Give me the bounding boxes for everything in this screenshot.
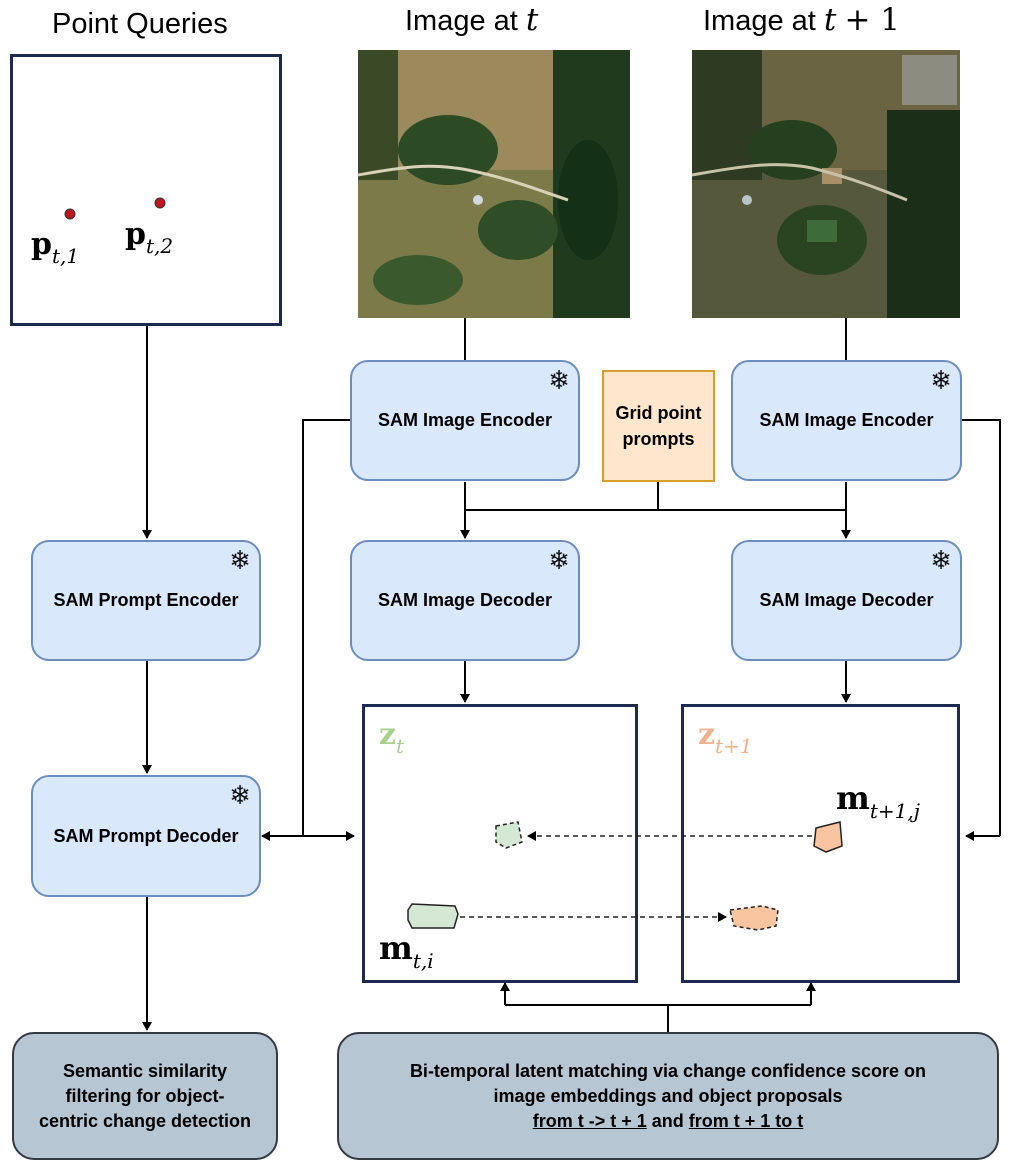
snowflake-icon: ❄ <box>229 546 251 576</box>
snowflake-icon: ❄ <box>930 366 952 396</box>
latent-zt-sub: t <box>396 734 405 758</box>
snowflake-icon: ❄ <box>930 546 952 576</box>
semantic-line-2: filtering for object- <box>65 1085 225 1106</box>
latent-zt-base: z <box>379 717 397 752</box>
sam-prompt-encoder-label: SAM Prompt Encoder <box>53 590 239 610</box>
matching-line-2: image embeddings and object proposals <box>493 1085 843 1106</box>
point-label-2-sub: t,2 <box>145 234 174 258</box>
image-t-title-var: t <box>525 2 539 38</box>
point-label-1-sub: t,1 <box>51 244 80 268</box>
sam-image-decoder-t: ❄ SAM Image Decoder <box>350 540 580 661</box>
snowflake-icon: ❄ <box>548 546 570 576</box>
image-t-title-prefix: Image at <box>405 5 518 37</box>
sam-image-encoder-t1-label: SAM Image Encoder <box>759 410 934 430</box>
snowflake-icon: ❄ <box>229 781 251 811</box>
sam-image-decoder-t1-label: SAM Image Decoder <box>759 590 934 610</box>
satellite-image-t1-svg <box>692 50 960 318</box>
sam-image-decoder-t-label: SAM Image Decoder <box>377 590 553 610</box>
sam-image-encoder-t1: ❄ SAM Image Encoder <box>731 360 962 481</box>
sam-prompt-decoder: ❄ SAM Prompt Decoder <box>31 775 261 897</box>
latent-zt-label: zt <box>379 717 404 758</box>
grid-prompts-line1: Grid point <box>615 403 702 423</box>
sam-prompt-decoder-label: SAM Prompt Decoder <box>53 825 239 846</box>
point-label-1-base: p <box>31 227 52 262</box>
latent-frame-zt: zt mt,i <box>362 704 638 983</box>
image-t1-title-plus: + 1 <box>844 2 900 38</box>
line-encoder-t-route <box>302 419 350 836</box>
mask-m-t1j-base: m <box>836 779 870 817</box>
point-dot-2 <box>154 197 166 209</box>
bi-temporal-matching-box: Bi-temporal latent matching via change c… <box>337 1032 999 1160</box>
mask-m-ti-base: m <box>379 929 413 967</box>
image-t1-title-prefix: Image at <box>703 5 816 37</box>
matching-and: and <box>646 1110 689 1131</box>
latent-zt1-label: zt+1 <box>698 717 753 758</box>
point-label-2-base: p <box>125 217 146 252</box>
image-t1-title-var: t <box>823 2 837 38</box>
mask-m-ti-sub: t,i <box>412 949 434 973</box>
matching-link-forward: from t -> t + 1 <box>532 1110 647 1131</box>
grid-prompts-line2: prompts <box>622 429 695 449</box>
image-t-title: Image at t <box>405 2 538 38</box>
satellite-image-t1 <box>692 50 960 318</box>
mask-m-t1j-sub: t+1,j <box>869 799 920 823</box>
sam-prompt-encoder: ❄ SAM Prompt Encoder <box>31 540 261 661</box>
satellite-image-t <box>358 50 630 318</box>
matching-link-backward: from t + 1 to t <box>688 1110 804 1131</box>
point-queries-frame: pt,1 pt,2 <box>10 54 282 326</box>
point-queries-title: Point Queries <box>52 8 228 40</box>
sam-image-encoder-t-label: SAM Image Encoder <box>377 410 553 430</box>
latent-zt1-sub: t+1 <box>715 734 753 758</box>
mask-m-t1j-label: mt+1,j <box>836 779 920 823</box>
semantic-line-3: centric change detection <box>38 1110 252 1131</box>
point-label-1: pt,1 <box>31 227 79 268</box>
semantic-filtering-box: Semantic similarity filtering for object… <box>12 1032 278 1160</box>
image-t1-title: Image at t + 1 <box>703 2 900 38</box>
sam-image-decoder-t1: ❄ SAM Image Decoder <box>731 540 962 661</box>
latent-zt1-base: z <box>698 717 716 752</box>
point-label-2: pt,2 <box>125 217 173 258</box>
satellite-image-t-svg <box>358 50 630 318</box>
mask-m-ti-label: mt,i <box>379 929 434 973</box>
snowflake-icon: ❄ <box>548 366 570 396</box>
latent-frame-zt1: zt+1 mt+1,j <box>681 704 960 983</box>
matching-line-1: Bi-temporal latent matching via change c… <box>409 1060 927 1081</box>
line-encoder-t1-route <box>962 419 1001 836</box>
matching-line-3: from t -> t + 1 and from t + 1 to t <box>533 1109 804 1134</box>
grid-point-prompts: Grid point prompts <box>602 370 715 482</box>
sam-image-encoder-t: ❄ SAM Image Encoder <box>350 360 580 481</box>
point-dot-1 <box>64 208 76 220</box>
semantic-line-1: Semantic similarity <box>62 1060 228 1081</box>
